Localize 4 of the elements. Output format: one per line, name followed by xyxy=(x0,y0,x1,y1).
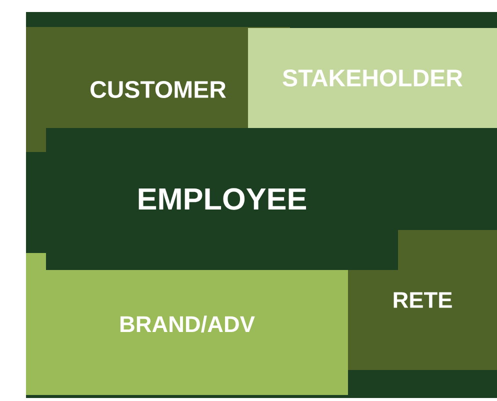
block: EMPLOYEE xyxy=(46,128,398,270)
node-label: EMPLOYEE xyxy=(138,188,306,210)
block: RETE xyxy=(348,230,497,370)
block: STAKEHOLDER xyxy=(248,28,497,128)
